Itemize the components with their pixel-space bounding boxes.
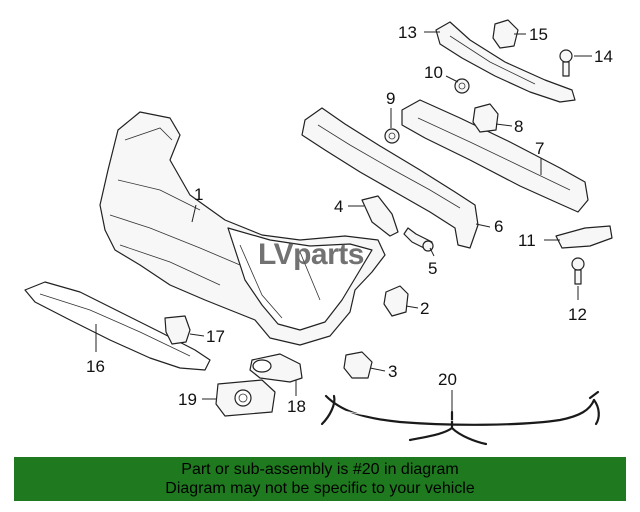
leader-lines [95,31,592,412]
bracket-part-2 [383,285,409,317]
callout-5: 5 [428,259,437,278]
callout-6: 6 [494,217,503,236]
callout-18: 18 [287,397,306,416]
parking-sensor-part-18 [249,353,303,383]
callout-3: 3 [388,362,397,381]
callout-19: 19 [178,390,197,409]
bumper-cover-part-1 [99,111,386,346]
nut-part-10 [454,78,470,94]
banner-line-2: Diagram may not be specific to your vehi… [165,480,475,497]
undercover-part-16 [24,281,211,371]
callout-8: 8 [514,117,523,136]
callout-14: 14 [594,47,613,66]
callout-7: 7 [535,139,544,158]
nut-part-9 [384,128,400,144]
callout-1: 1 [194,185,203,204]
info-banner: Part or sub-assembly is #20 in diagram D… [14,457,626,501]
callout-13: 13 [398,23,417,42]
absorber-part-6 [301,107,479,249]
banner-line-1: Part or sub-assembly is #20 in diagram [181,461,459,478]
callout-2: 2 [420,299,429,318]
callout-16: 16 [86,357,105,376]
bolt-part-5 [403,227,434,252]
bolt-part-12 [571,257,585,285]
bolt-part-14 [559,49,573,77]
wire-harness-part-20 [320,390,600,446]
callout-20: 20 [438,370,457,389]
retainer-part-8 [472,103,499,133]
callout-labels: 1 2 3 4 5 6 7 8 9 10 11 12 13 14 15 16 1… [86,23,613,416]
callout-15: 15 [529,25,548,44]
reinforcement-part-7 [401,99,589,213]
sensor-bracket-part-19 [215,379,276,417]
watermark-logo: LVparts [258,238,364,271]
callout-11: 11 [518,231,536,250]
clip-part-15 [492,19,519,49]
callout-17: 17 [206,327,225,346]
bracket-part-3 [343,351,373,379]
callout-9: 9 [386,89,395,108]
parts-diagram: 1 2 3 4 5 6 7 8 9 10 11 12 13 14 15 16 1… [24,19,613,446]
upper-support-part-13 [435,21,576,103]
clip-part-17 [164,315,191,345]
callout-10: 10 [424,63,443,82]
bracket-part-11 [555,225,613,249]
callout-4: 4 [334,197,343,216]
retainer-part-4 [361,195,399,237]
callout-12: 12 [568,305,587,324]
